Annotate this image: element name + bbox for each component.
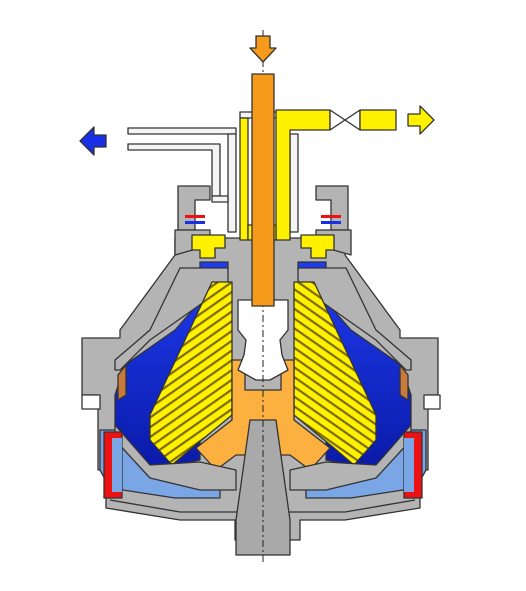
feed-tube (251, 73, 275, 307)
spindle-cone (235, 419, 291, 556)
disc-stack (149, 281, 377, 466)
top-cover (174, 185, 352, 256)
outlet-valve (329, 109, 361, 131)
light-phase-paring (185, 215, 341, 259)
left-flange (81, 394, 101, 410)
right-inner-grey (289, 424, 412, 491)
flow-arrows (79, 35, 435, 156)
right-disc-stack (293, 281, 377, 466)
seals (99, 364, 427, 499)
left-inner-grey (114, 424, 237, 491)
left-disc-stack (149, 281, 233, 466)
light-phase-outlet-arrow (407, 105, 435, 135)
feed-inlet-tube (251, 73, 275, 307)
feed-inlet-arrow (249, 35, 277, 63)
right-flange (423, 394, 441, 410)
heavy-phase-outlet-arrow (79, 126, 107, 156)
